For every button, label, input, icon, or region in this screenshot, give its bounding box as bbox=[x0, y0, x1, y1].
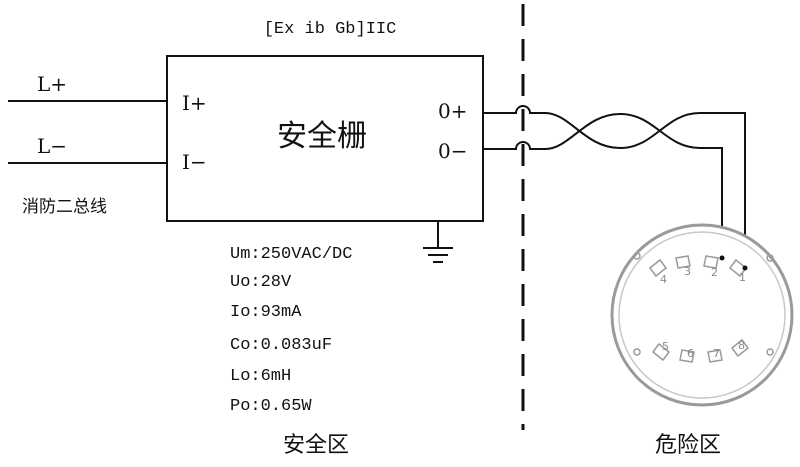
pin-label-6: 6 bbox=[687, 347, 694, 360]
output-negative-label: 0− bbox=[438, 139, 467, 163]
pin-label-4: 4 bbox=[660, 273, 667, 286]
pin-label-3: 3 bbox=[684, 265, 691, 278]
barrier-title: 安全栅 bbox=[277, 119, 367, 154]
safety-barrier-box bbox=[166, 55, 484, 222]
pin-label-7: 7 bbox=[713, 347, 720, 360]
input-positive-label: I+ bbox=[182, 91, 207, 115]
bus-negative-label: L− bbox=[37, 134, 67, 158]
parameter-um: Um:250VAC/DC bbox=[230, 245, 352, 264]
safe-zone-label: 安全区 bbox=[283, 433, 349, 458]
input-negative-label: I− bbox=[182, 150, 207, 174]
parameter-uo: Uo:28V bbox=[230, 273, 292, 292]
bus-positive-label: L+ bbox=[37, 72, 67, 96]
pin-label-2: 2 bbox=[711, 266, 718, 279]
bus-caption: 消防二总线 bbox=[22, 197, 107, 217]
output-wires bbox=[483, 105, 746, 268]
parameter-co: Co:0.083uF bbox=[230, 336, 332, 355]
hazardous-zone-label: 危险区 bbox=[655, 433, 721, 458]
pin-label-5: 5 bbox=[662, 340, 669, 353]
pin-labels: 1 2 3 4 5 6 7 8 bbox=[660, 265, 746, 360]
parameter-io: Io:93mA bbox=[230, 303, 302, 322]
ground-icon bbox=[423, 221, 453, 263]
pin-label-8: 8 bbox=[738, 339, 745, 352]
parameter-list: Um:250VAC/DC Uo:28V Io:93mA Co:0.083uF L… bbox=[230, 245, 352, 416]
parameter-lo: Lo:6mH bbox=[230, 367, 291, 386]
protection-marking: [Ex ib Gb]IIC bbox=[264, 20, 397, 39]
connector-socket: 1 2 3 4 5 6 7 8 bbox=[610, 223, 794, 407]
output-positive-label: 0+ bbox=[438, 99, 467, 123]
pin-label-1: 1 bbox=[739, 271, 746, 284]
parameter-po: Po:0.65W bbox=[230, 397, 312, 416]
